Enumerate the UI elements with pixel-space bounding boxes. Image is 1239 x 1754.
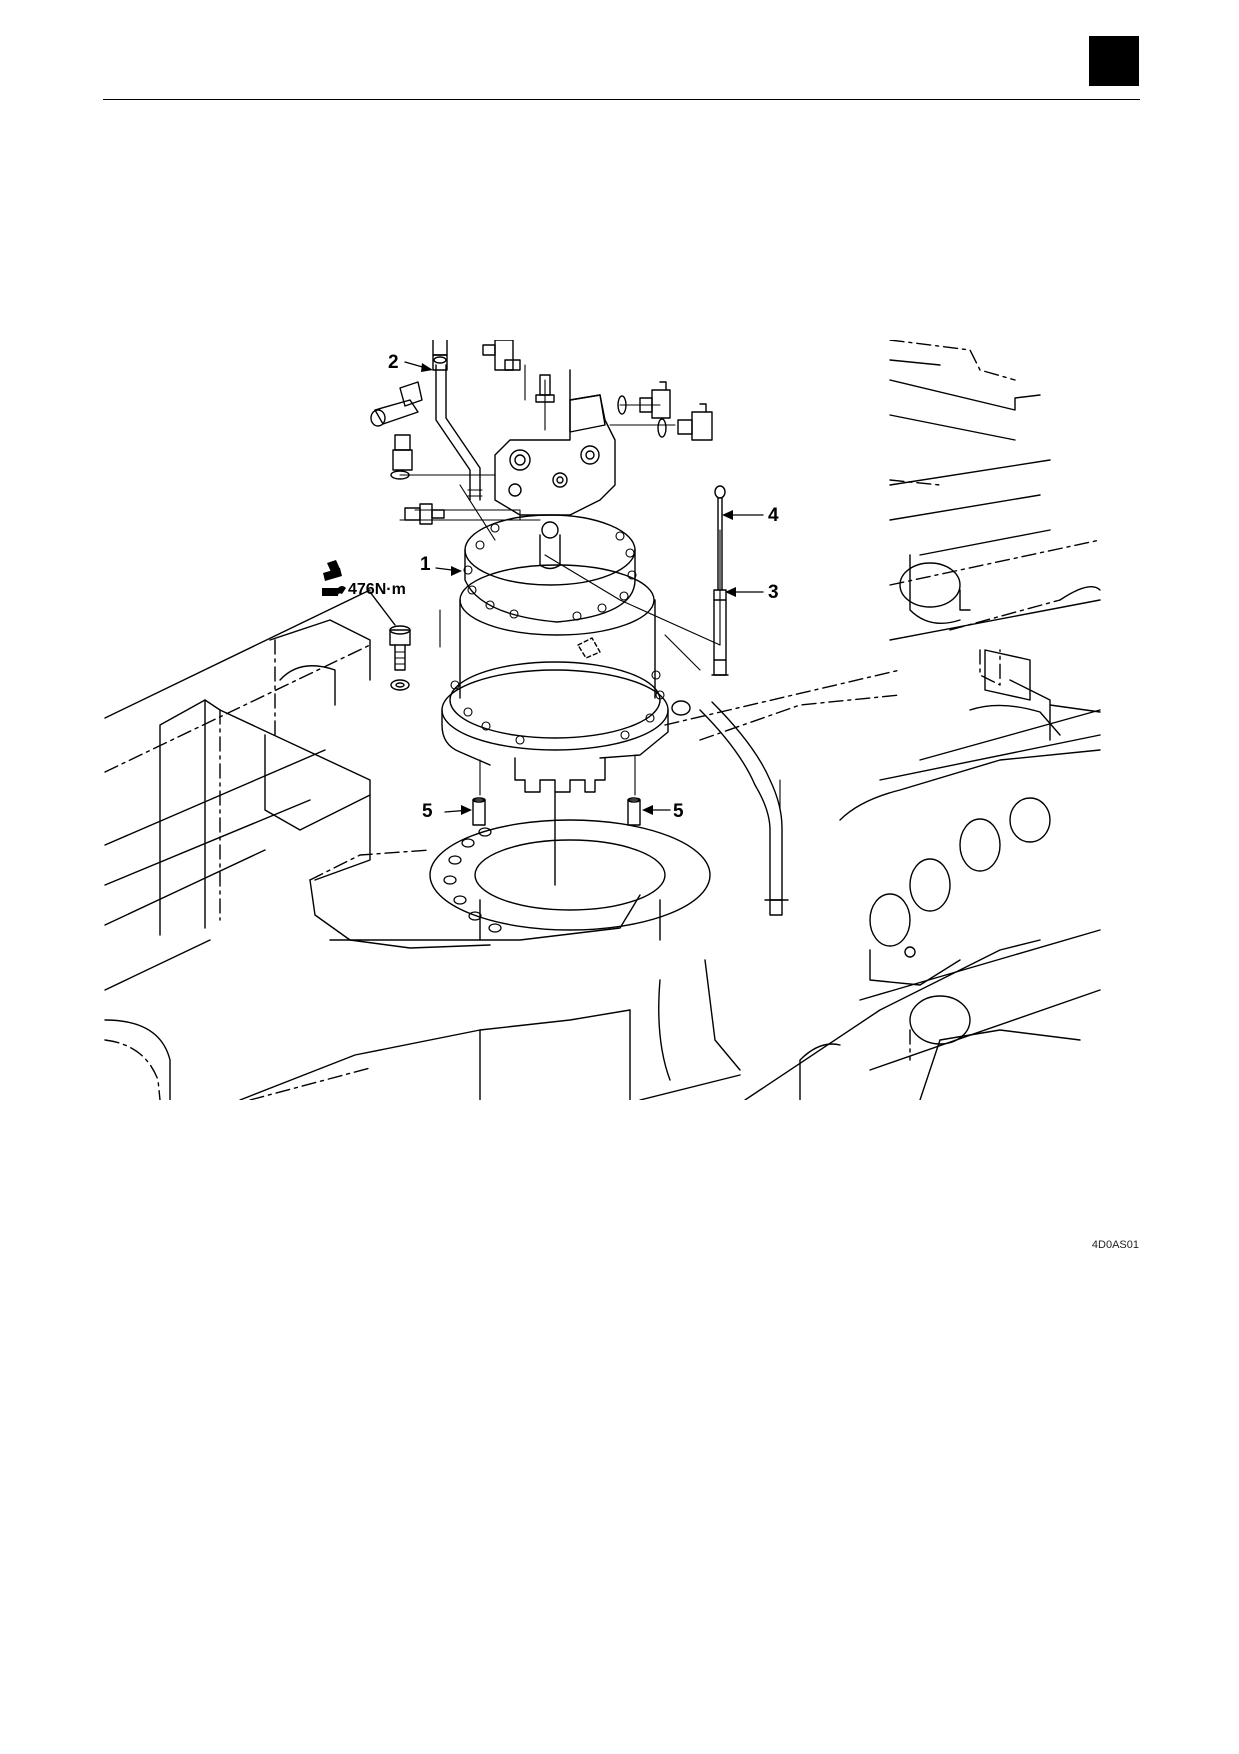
lower-frame bbox=[104, 589, 1041, 1100]
level-gauge-part-3 bbox=[711, 589, 729, 676]
header-rule bbox=[103, 99, 1140, 100]
elbow-fittings-right bbox=[617, 381, 713, 441]
elbow-fitting-top bbox=[482, 340, 555, 403]
callout-label-5-left: 5 bbox=[422, 801, 433, 822]
dipstick-part-4 bbox=[714, 485, 726, 591]
swing-motor-exploded-diagram: 2 1 4 3 5 5 476N·m bbox=[104, 340, 1101, 1100]
mounting-bolt bbox=[369, 591, 411, 691]
assembly-leaders bbox=[399, 364, 781, 811]
right-frame bbox=[664, 340, 1101, 1100]
figure-code: 4D0AS01 bbox=[1091, 1239, 1139, 1251]
hose bbox=[671, 700, 789, 916]
section-tab bbox=[1089, 36, 1139, 86]
turntable-ring bbox=[429, 819, 711, 941]
torque-wrench-icon bbox=[322, 560, 346, 596]
callout-label-4: 4 bbox=[768, 505, 779, 526]
callout-label-2: 2 bbox=[388, 352, 399, 373]
callout-label-5-right: 5 bbox=[673, 801, 684, 822]
valve-block bbox=[494, 369, 616, 570]
union-fitting bbox=[404, 503, 445, 525]
swing-motor-body bbox=[441, 514, 669, 886]
drain-pipe-part-2 bbox=[432, 340, 483, 501]
callout-label-1: 1 bbox=[420, 554, 431, 575]
tee-fitting bbox=[370, 381, 423, 480]
dowel-pins-part-5 bbox=[472, 797, 641, 826]
callout-arrowheads bbox=[421, 363, 736, 815]
torque-spec: 476N·m bbox=[348, 581, 406, 598]
callout-label-3: 3 bbox=[768, 582, 779, 603]
